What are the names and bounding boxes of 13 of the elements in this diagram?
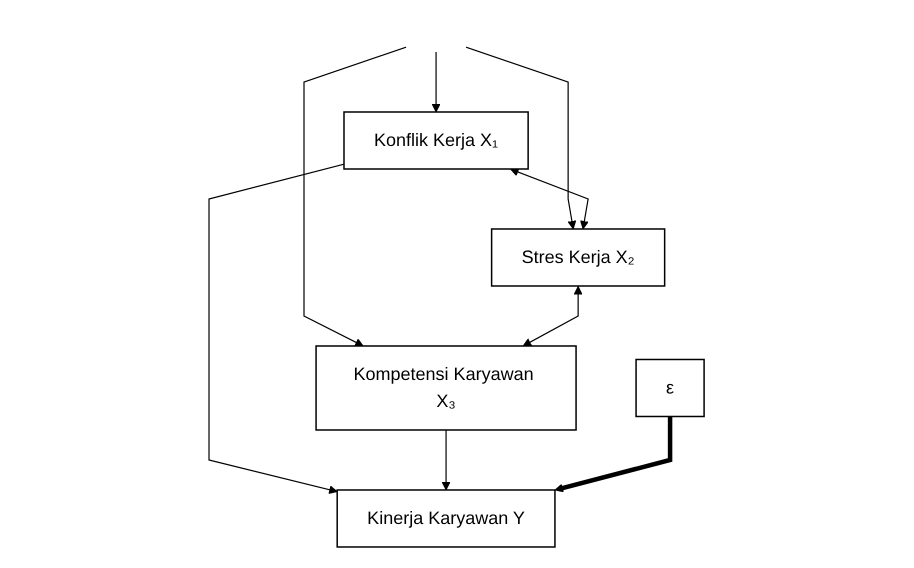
node-box: Kompetensi Karyawan X₃ xyxy=(316,344,578,430)
arrow xyxy=(523,286,583,346)
arrow xyxy=(510,167,590,229)
arrow xyxy=(208,163,345,494)
node-box: Stres Kerja X₂ xyxy=(491,228,666,286)
arrow xyxy=(555,416,673,492)
node-box: ε xyxy=(636,358,706,417)
arrow xyxy=(432,52,441,112)
node-box: Kinerja Karyawan Y xyxy=(336,488,556,548)
arrow xyxy=(304,46,407,346)
node-box: Konflik Kerja X₁ xyxy=(344,110,530,170)
arrow xyxy=(442,430,451,490)
arrow xyxy=(466,46,577,229)
